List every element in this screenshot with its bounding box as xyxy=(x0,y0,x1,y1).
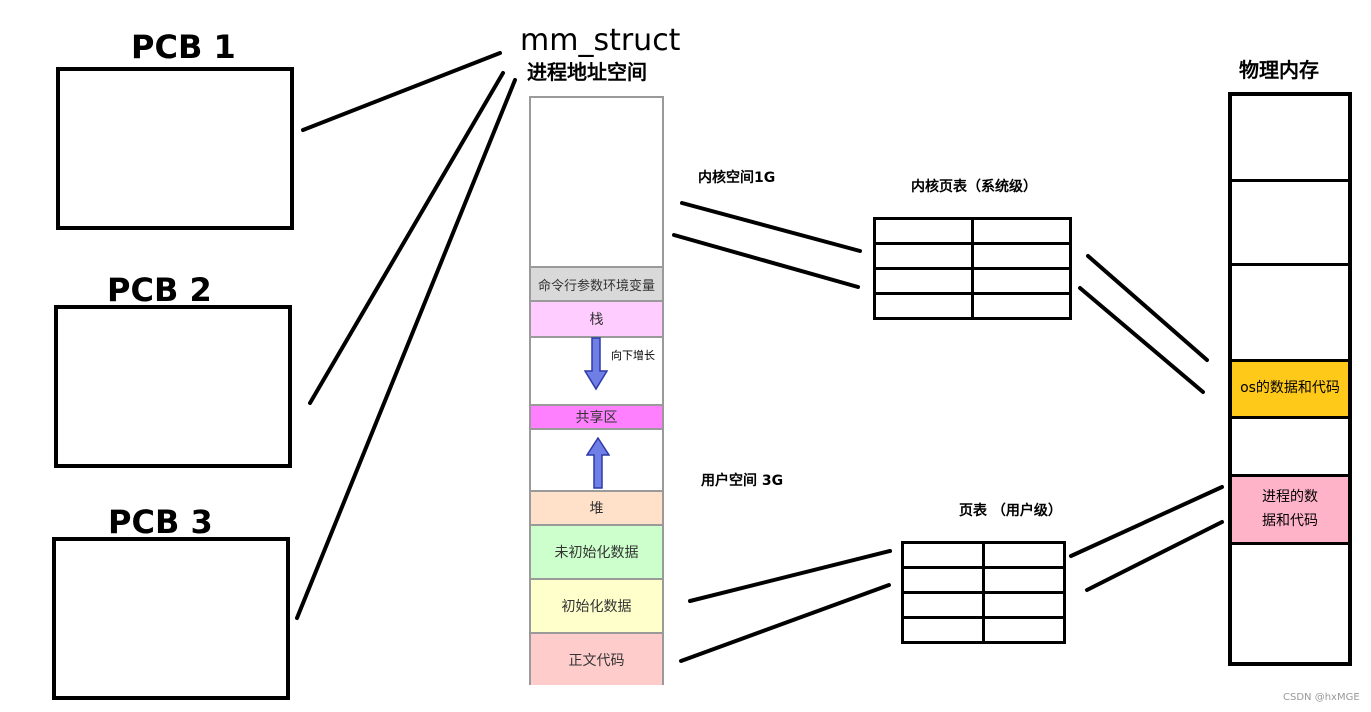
kernel-page-table-title: 内核页表（系统级） xyxy=(911,179,1037,195)
pcb1-box xyxy=(56,67,294,230)
memory-frame-1 xyxy=(1232,96,1348,179)
memory-frame-os: os的数据和代码 xyxy=(1232,359,1348,416)
segment-kernel xyxy=(531,98,662,266)
watermark: CSDN @hxMGE xyxy=(1283,692,1360,703)
memory-frame-4 xyxy=(1232,416,1348,474)
kernel-page-table xyxy=(873,217,1072,320)
stack-grow-down-arrow-icon xyxy=(584,337,608,391)
stack-growth-label: 向下增长 xyxy=(611,349,655,362)
address-space-column: 命令行参数环境变量 栈 共享区 堆 未初始化数据 初始化数据 正文代码 xyxy=(529,96,664,685)
user-space-label: 用户空间 3G xyxy=(701,473,784,489)
user-to-pagetable-line-1 xyxy=(688,549,892,603)
address-space-title: 进程地址空间 xyxy=(527,60,647,84)
mm-struct-title: mm_struct xyxy=(520,23,681,58)
kernel-to-pagetable-line-2 xyxy=(672,233,860,289)
pcb1-to-mm-line xyxy=(301,51,502,132)
memory-frame-process: 进程的数 据和代码 xyxy=(1232,474,1348,542)
heap-grow-up-arrow-icon xyxy=(586,437,610,489)
kernel-pagetable-to-mem-line-2 xyxy=(1078,286,1205,394)
user-pagetable-to-mem-line-2 xyxy=(1085,520,1224,592)
segment-heap: 堆 xyxy=(531,490,662,524)
segment-data: 初始化数据 xyxy=(531,578,662,632)
pcb2-to-mm-line xyxy=(308,71,505,405)
memory-frame-3 xyxy=(1232,263,1348,359)
segment-stack: 栈 xyxy=(531,300,662,336)
kernel-to-pagetable-line-1 xyxy=(680,201,862,253)
user-page-table xyxy=(901,541,1066,644)
memory-frame-5 xyxy=(1232,542,1348,662)
user-to-pagetable-line-2 xyxy=(679,583,891,663)
segment-bss: 未初始化数据 xyxy=(531,524,662,578)
segment-cmdline-env: 命令行参数环境变量 xyxy=(531,266,662,300)
physical-memory-column: os的数据和代码 进程的数 据和代码 xyxy=(1228,92,1352,666)
physical-memory-title: 物理内存 xyxy=(1239,58,1319,82)
pcb1-label: PCB 1 xyxy=(131,28,236,66)
segment-text: 正文代码 xyxy=(531,632,662,685)
pcb3-box xyxy=(52,537,290,700)
kernel-space-label: 内核空间1G xyxy=(698,170,776,186)
pcb2-box xyxy=(54,305,292,468)
user-pagetable-to-mem-line-1 xyxy=(1069,485,1224,558)
pcb3-label: PCB 3 xyxy=(108,503,213,541)
user-page-table-title: 页表 （用户级） xyxy=(959,503,1062,519)
pcb3-to-mm-line xyxy=(295,78,517,620)
process-cell-line-1: 进程的数 xyxy=(1262,488,1318,505)
process-cell-line-2: 据和代码 xyxy=(1262,512,1318,529)
pcb2-label: PCB 2 xyxy=(107,271,212,309)
memory-frame-2 xyxy=(1232,179,1348,263)
kernel-pagetable-to-mem-line-1 xyxy=(1086,254,1209,362)
segment-shared: 共享区 xyxy=(531,404,662,428)
